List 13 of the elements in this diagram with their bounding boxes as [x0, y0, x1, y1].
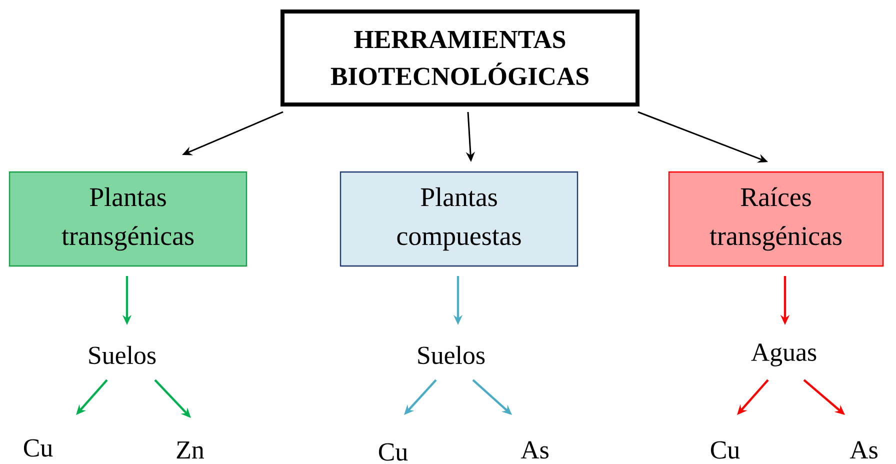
medium-label: Aguas [751, 344, 816, 366]
medium-label: Suelos [418, 346, 485, 364]
element-label: Zn [176, 442, 204, 458]
title-box: HERRAMIENTAS BIOTECNOLÓGICAS [280, 10, 640, 106]
element-label: As [520, 441, 548, 459]
element-label: As [850, 441, 878, 459]
category-box: Plantas compuestas [340, 171, 578, 267]
category-box: Raíces transgénicas [668, 171, 884, 267]
element-label: Cu [378, 443, 408, 461]
element-label: Cu [24, 439, 53, 457]
element-label: Cu [710, 441, 740, 459]
medium-label: Suelos [89, 346, 156, 364]
category-box: Plantas transgénicas [8, 171, 248, 267]
